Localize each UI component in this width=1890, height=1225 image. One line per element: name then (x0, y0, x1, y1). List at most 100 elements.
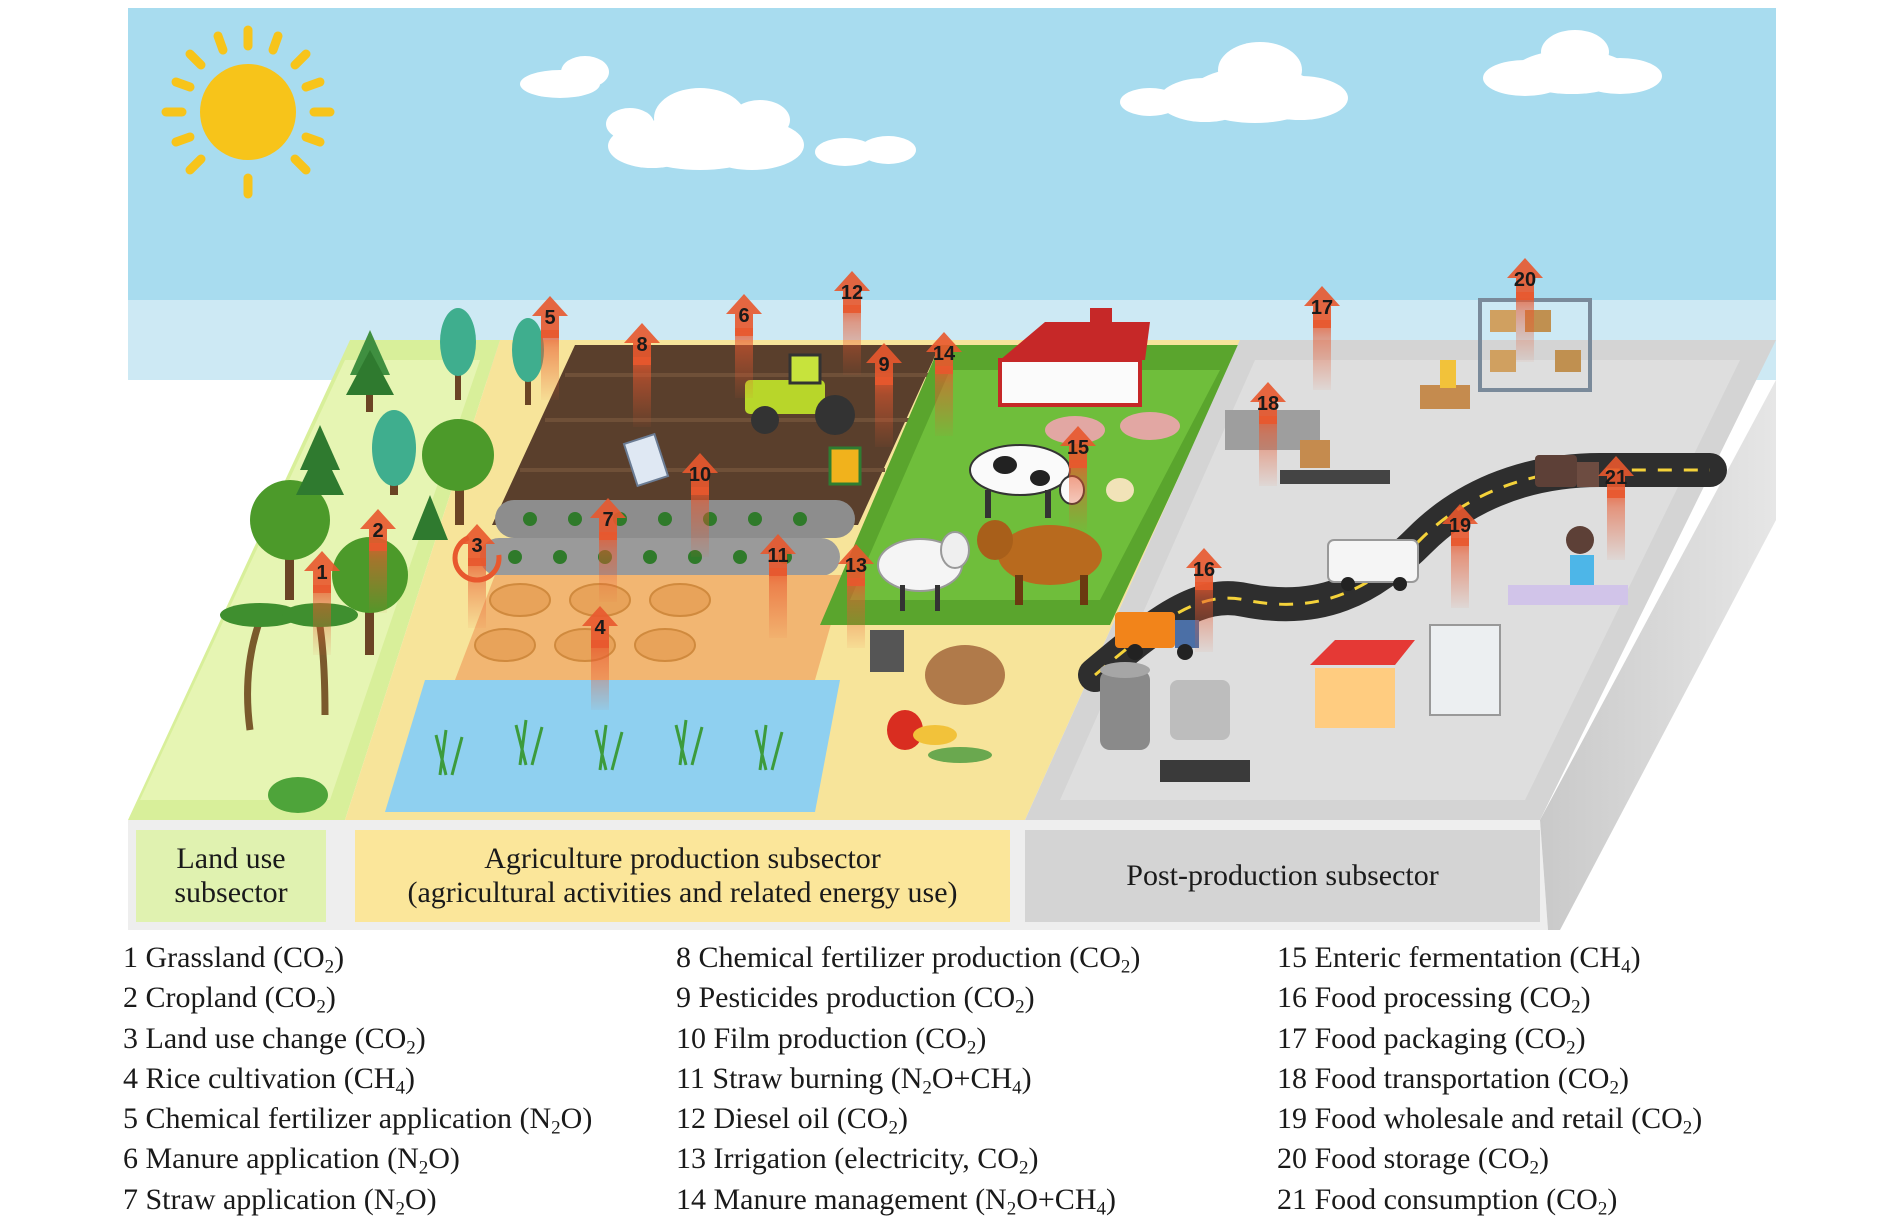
emission-marker-17: 17 (1304, 286, 1340, 390)
factory-tank-icon (1100, 662, 1250, 782)
emission-arrow-icon (1250, 382, 1286, 424)
emission-marker-7: 7 (590, 498, 626, 602)
emission-arrow-icon (582, 606, 618, 648)
emission-marker-number: 7 (602, 509, 613, 531)
emission-arrow-icon (1598, 456, 1634, 498)
legend-item-1: 1 Grassland (CO2) (123, 941, 345, 978)
emission-marker-13: 13 (838, 544, 874, 648)
legend-item-13: 13 Irrigation (electricity, CO2) (676, 1142, 1039, 1179)
emission-marker-number: 20 (1514, 269, 1536, 291)
van-icon (1327, 539, 1419, 591)
emission-marker-number: 11 (767, 545, 788, 567)
emission-marker-number: 17 (1311, 297, 1333, 319)
produce-area (840, 625, 1100, 812)
person-cooking-icon (1508, 526, 1628, 605)
emission-marker-15: 15 (1060, 426, 1096, 530)
emission-arrow-icon (726, 294, 762, 336)
emission-marker-3: 3 (459, 524, 495, 628)
warehouse-shelf-icon (1420, 298, 1592, 409)
legend-item-10: 10 Film production (CO2) (676, 1021, 987, 1058)
packaging-robot-icon (1225, 410, 1390, 484)
emission-marker-number: 3 (471, 535, 482, 557)
pesticide-box-icon (828, 446, 862, 486)
straw-field (455, 575, 845, 680)
emission-marker-number: 15 (1067, 437, 1089, 459)
emission-arrow-icon (590, 498, 626, 540)
chicken-icon (1106, 478, 1134, 502)
film-mulch-row (480, 538, 840, 576)
emission-marker-1: 1 (304, 551, 340, 655)
legend-item-16: 16 Food processing (CO2) (1277, 981, 1591, 1018)
emission-marker-19: 19 (1442, 504, 1478, 608)
emission-marker-16: 16 (1186, 548, 1222, 652)
emission-arrow-icon (834, 271, 870, 313)
legend-column-2: 8 Chemical fertilizer production (CO2)9 … (676, 938, 1140, 1220)
produce-icon (887, 645, 1005, 763)
legend-item-17: 17 Food packaging (CO2) (1277, 1021, 1586, 1058)
emission-marker-number: 18 (1257, 393, 1279, 415)
post-production-subsector-label: Post-production subsector (1025, 830, 1540, 922)
legend-item-14: 14 Manure management (N2O+CH4) (676, 1182, 1116, 1220)
emission-arrow-icon (360, 509, 396, 551)
legend-item-6: 6 Manure application (N2O) (123, 1142, 460, 1179)
legend-item-7: 7 Straw application (N2O) (123, 1182, 437, 1220)
rice-paddy (385, 680, 840, 812)
emission-arrow-icon (532, 296, 568, 338)
emission-arrow-icon (682, 453, 718, 495)
legend-item-12: 12 Diesel oil (CO2) (676, 1102, 908, 1139)
cloud-icon (520, 56, 916, 170)
emission-arrow-icon (459, 524, 495, 566)
emission-arrow-icon (1060, 426, 1096, 468)
legend-item-18: 18 Food transportation (CO2) (1277, 1061, 1629, 1099)
emission-marker-2: 2 (360, 509, 396, 613)
legend-column-3: 15 Enteric fermentation (CH4)16 Food pro… (1277, 938, 1702, 1220)
land-use-change-icon (452, 533, 502, 583)
emission-arrow-icon (866, 343, 902, 385)
emission-marker-9: 9 (866, 343, 902, 447)
irrigation-pump-icon (870, 630, 904, 672)
legend-column-1: 1 Grassland (CO2)2 Cropland (CO2)3 Land … (123, 938, 592, 1220)
soil-field (492, 345, 940, 525)
emission-marker-14: 14 (926, 332, 962, 436)
emission-marker-10: 10 (682, 453, 718, 557)
emission-marker-4: 4 (582, 606, 618, 710)
emission-arrow-icon (838, 544, 874, 586)
legend-item-2: 2 Cropland (CO2) (123, 981, 336, 1018)
emission-marker-8: 8 (624, 323, 660, 427)
emission-marker-number: 14 (933, 343, 956, 365)
emission-marker-number: 1 (316, 562, 327, 584)
legend-item-8: 8 Chemical fertilizer production (CO2) (676, 941, 1141, 978)
legend-item-20: 20 Food storage (CO2) (1277, 1142, 1549, 1179)
emission-arrow-icon (1186, 548, 1222, 590)
truck-icon (1115, 612, 1199, 660)
emission-arrow-icon (926, 332, 962, 374)
emission-arrow-icon (1304, 286, 1340, 328)
emission-arrow-icon (304, 551, 340, 593)
emission-marker-number: 12 (841, 282, 863, 304)
emission-marker-5: 5 (532, 296, 568, 400)
legend-item-21: 21 Food consumption (CO2) (1277, 1182, 1618, 1220)
emission-marker-number: 6 (738, 305, 749, 327)
emission-marker-number: 2 (372, 520, 383, 542)
emission-marker-11: 11 (760, 534, 796, 638)
emission-marker-20: 20 (1507, 258, 1543, 362)
legend-item-3: 3 Land use change (CO2) (123, 1021, 426, 1058)
emission-marker-number: 10 (689, 464, 711, 486)
tree-icon (220, 308, 544, 813)
film-mulch-row (495, 500, 855, 538)
emission-marker-number: 13 (845, 555, 867, 577)
cattle-icon (977, 520, 1102, 605)
emission-arrow-icon (1507, 258, 1543, 300)
legend-item-9: 9 Pesticides production (CO2) (676, 981, 1035, 1018)
cloud-icon (1120, 42, 1348, 123)
tractor-icon (745, 353, 855, 435)
fertilizer-bag-icon (622, 432, 670, 488)
market-stall-icon (1310, 624, 1501, 728)
emission-marker-number: 19 (1449, 515, 1471, 537)
sun-icon (161, 25, 335, 199)
truck-icon (1535, 455, 1599, 487)
emission-marker-number: 16 (1193, 559, 1215, 581)
